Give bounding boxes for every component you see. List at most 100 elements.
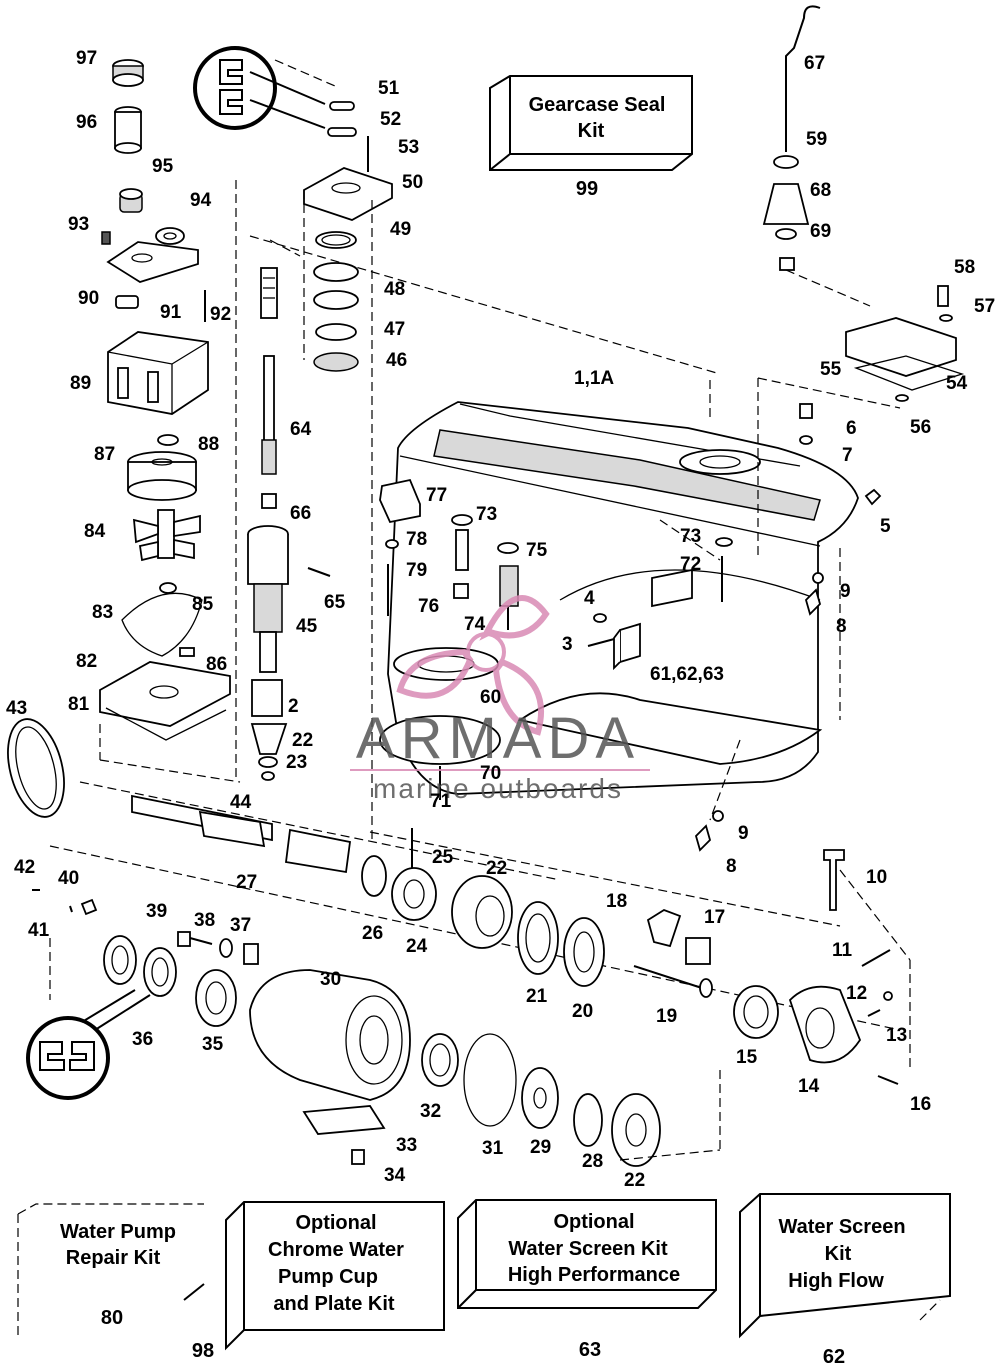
water-pump-kit-line2: Repair Kit: [66, 1247, 161, 1269]
part-callout: 76: [418, 596, 439, 617]
housing-hardware: [379, 5, 965, 852]
part-callout: 60: [480, 687, 501, 708]
part-callout: 95: [152, 156, 174, 177]
part-callout: 48: [384, 279, 405, 300]
part-callout: 20: [572, 1001, 593, 1022]
part-callout: 66: [290, 503, 311, 524]
watermark-brand: ARMADA: [356, 706, 640, 771]
screen-hp-kit-line1: Optional: [553, 1211, 634, 1233]
ring-43: [7, 718, 65, 818]
part-callout: 26: [362, 923, 383, 944]
part-callout: 88: [198, 434, 219, 455]
chrome-cup-kit-line1: Optional: [295, 1212, 376, 1234]
part-callout: 85: [192, 594, 214, 615]
part-callout: 23: [286, 752, 307, 773]
part-callout: 3: [562, 634, 573, 655]
part-callout: 68: [810, 180, 831, 201]
part-callout: 67: [804, 53, 825, 74]
part-callout: 4: [584, 588, 595, 609]
part-callout: 9: [738, 823, 749, 844]
part-callout: 51: [378, 78, 400, 99]
bearing-carrier-assembly: [32, 889, 721, 1167]
part-callout: 21: [526, 986, 548, 1007]
part-callout: 52: [380, 109, 401, 130]
part-callout: 22: [624, 1170, 645, 1191]
armada-watermark: ARMADA marine outboards: [350, 595, 650, 804]
part-callout: 29: [530, 1137, 551, 1158]
screen-hf-kit-number: 62: [823, 1346, 845, 1366]
part-callout: 93: [68, 214, 89, 235]
part-callout: 14: [798, 1076, 820, 1097]
part-callout: 38: [194, 910, 215, 931]
part-callout: 69: [810, 221, 831, 242]
part-callout: 59: [806, 129, 827, 150]
driveshaft-column: [235, 101, 393, 840]
part-callout: 78: [406, 529, 427, 550]
part-callout: 10: [866, 867, 887, 888]
part-callout: 15: [736, 1047, 758, 1068]
part-callout: 89: [70, 373, 91, 394]
part-callout: 87: [94, 444, 115, 465]
part-callout: 12: [846, 983, 867, 1004]
part-callout: 27: [236, 872, 257, 893]
part-callout: 19: [656, 1006, 677, 1027]
part-callout: 36: [132, 1029, 153, 1050]
part-callout: 77: [426, 485, 447, 506]
part-callout: 45: [296, 616, 318, 637]
chrome-cup-kit-box: Optional Chrome Water Pump Cup and Plate…: [192, 1201, 445, 1362]
impeller: [132, 509, 201, 562]
part-callout: 50: [402, 172, 423, 193]
part-callout: 94: [190, 190, 212, 211]
screen-hp-kit-number: 63: [579, 1339, 601, 1361]
water-pump-repair-kit-box: Water Pump Repair Kit 80: [17, 1203, 205, 1340]
part-callout: 5: [880, 516, 891, 537]
part-callout: 25: [432, 847, 454, 868]
part-callout: 9: [840, 581, 851, 602]
part-callout: 58: [954, 257, 975, 278]
screen-hp-kit-line3: High Performance: [508, 1264, 680, 1286]
part-callout: 17: [704, 907, 725, 928]
water-pump-kit-line1: Water Pump: [60, 1221, 176, 1243]
part-callout: 57: [974, 296, 995, 317]
part-callout: 65: [324, 592, 346, 613]
part-callout: 64: [290, 419, 312, 440]
part-callout: 22: [292, 730, 313, 751]
gearcase-seal-kit-line2: Kit: [578, 120, 605, 142]
screen-hf-kit-line2: Kit: [825, 1243, 852, 1265]
part-callout: 47: [384, 319, 405, 340]
part-callout: 37: [230, 915, 251, 936]
chrome-cup-kit-line4: and Plate Kit: [273, 1293, 394, 1315]
screen-hf-kit-line1: Water Screen: [778, 1216, 905, 1238]
part-callout: 84: [84, 521, 106, 542]
part-callout: 43: [6, 698, 27, 719]
part-callout: 70: [480, 763, 501, 784]
gearcase-seal-kit-line1: Gearcase Seal: [529, 94, 666, 116]
part-callout: 35: [202, 1034, 224, 1055]
part-callout: 22: [486, 858, 507, 879]
part-callout: 46: [386, 350, 407, 371]
part-callout: 28: [582, 1151, 603, 1172]
propeller-shaft-assembly: [49, 781, 911, 1085]
part-callout: 49: [390, 219, 411, 240]
part-callout: 97: [76, 48, 97, 69]
part-callout: 34: [384, 1165, 406, 1186]
part-callout: 73: [680, 526, 701, 547]
water-pump-kit-number: 80: [101, 1307, 123, 1329]
part-callout: 81: [68, 694, 90, 715]
part-callout: 61,62,63: [650, 664, 724, 685]
part-callout: 96: [76, 112, 97, 133]
part-callout: 55: [820, 359, 842, 380]
screen-kit-high-performance-box: Optional Water Screen Kit High Performan…: [457, 1199, 717, 1361]
part-callout: 71: [430, 791, 452, 812]
gearcase-seal-kit-box: Gearcase Seal Kit 99: [489, 75, 693, 200]
part-callout: 11: [832, 940, 853, 961]
part-callout: 18: [606, 891, 627, 912]
part-callout: 1,1A: [574, 368, 614, 389]
part-callout: 2: [288, 696, 299, 717]
watermark-tagline: marine outboards: [373, 773, 623, 804]
part-callout: 41: [28, 920, 50, 941]
screen-hp-kit-line2: Water Screen Kit: [508, 1238, 668, 1260]
part-callout: 91: [160, 302, 182, 323]
